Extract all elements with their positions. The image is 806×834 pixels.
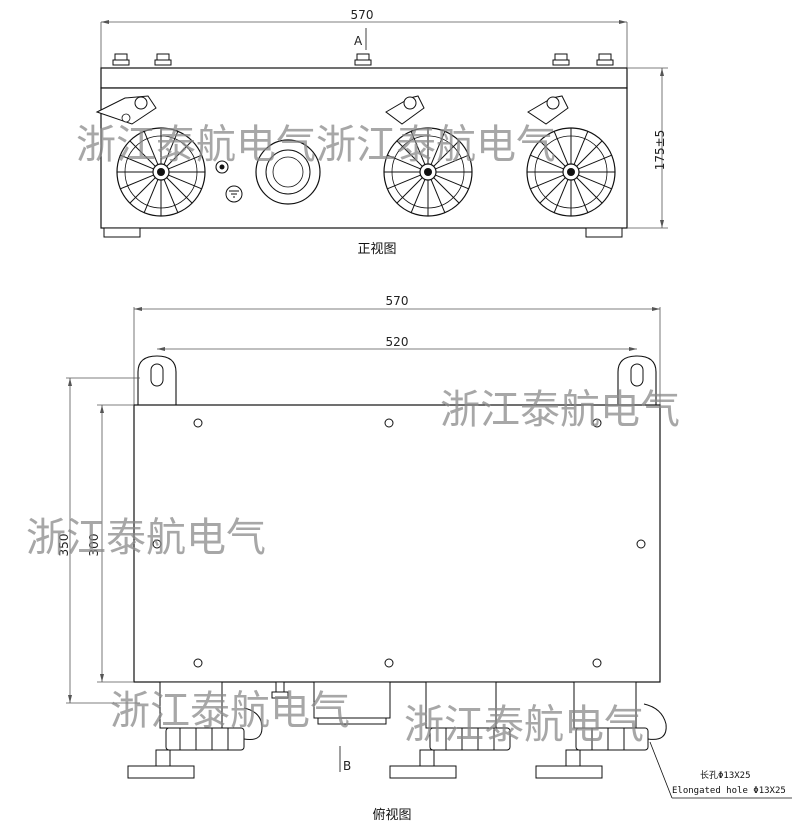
front-foot-left (103, 227, 141, 238)
socket-side-left (127, 681, 263, 779)
cable-gland-side (313, 681, 391, 725)
front-view-caption: 正视图 (357, 242, 396, 257)
socket-right (526, 95, 616, 217)
depth-inner-label: 300 (87, 534, 101, 557)
hole-spacing-dimension: 520 (157, 335, 637, 351)
watermark-3: 浙江泰航电气 (26, 515, 266, 561)
cable-gland (255, 139, 321, 205)
depth-outer-label: 350 (57, 534, 71, 557)
note-cn: 长孔Φ13X25 (700, 769, 751, 781)
watermarks: 浙江泰航电气浙江泰航电气 浙江泰航电气 浙江泰航电气 浙江泰航电气 浙江泰航电气 (26, 122, 680, 748)
depth-dimensions: 350 300 (57, 377, 140, 704)
section-mark-a: A (354, 34, 363, 48)
front-view: 570 A (95, 8, 668, 257)
front-width-dimension: 570 (100, 8, 628, 70)
top-view-caption: 俯视图 (372, 807, 411, 823)
top-enclosure-body (133, 404, 661, 683)
socket-middle (383, 95, 473, 217)
front-height-label: 175±5 (653, 130, 667, 171)
ground-icon (225, 185, 243, 203)
front-lid (100, 67, 628, 89)
front-width-label: 570 (351, 8, 374, 22)
note-en: Elongated hole Φ13X25 (672, 786, 786, 796)
top-width-dimension: 570 (133, 294, 661, 405)
hole-spacing-label: 520 (386, 335, 409, 349)
mounting-ear-right (617, 355, 657, 406)
indicator-lamp-side (271, 681, 289, 699)
front-foot-right (585, 227, 623, 238)
socket-left (95, 95, 206, 217)
front-top-bolts (112, 53, 614, 66)
socket-side-right (535, 681, 667, 779)
indicator-lamp (215, 160, 229, 174)
socket-side-middle (389, 681, 511, 779)
elongated-hole-note: 长孔Φ13X25 Elongated hole Φ13X25 (649, 741, 792, 799)
watermark-4: 浙江泰航电气 (110, 688, 350, 734)
lid-screws (152, 418, 646, 668)
watermark-2: 浙江泰航电气 (440, 387, 680, 433)
watermark-1: 浙江泰航电气浙江泰航电气 (76, 122, 556, 168)
mounting-ear-left (137, 355, 177, 406)
top-view: 570 520 (57, 294, 792, 823)
front-height-dimension: 175±5 (627, 67, 668, 229)
watermark-5: 浙江泰航电气 (404, 702, 644, 748)
section-mark-b: B (343, 759, 351, 773)
top-width-label: 570 (386, 294, 409, 308)
